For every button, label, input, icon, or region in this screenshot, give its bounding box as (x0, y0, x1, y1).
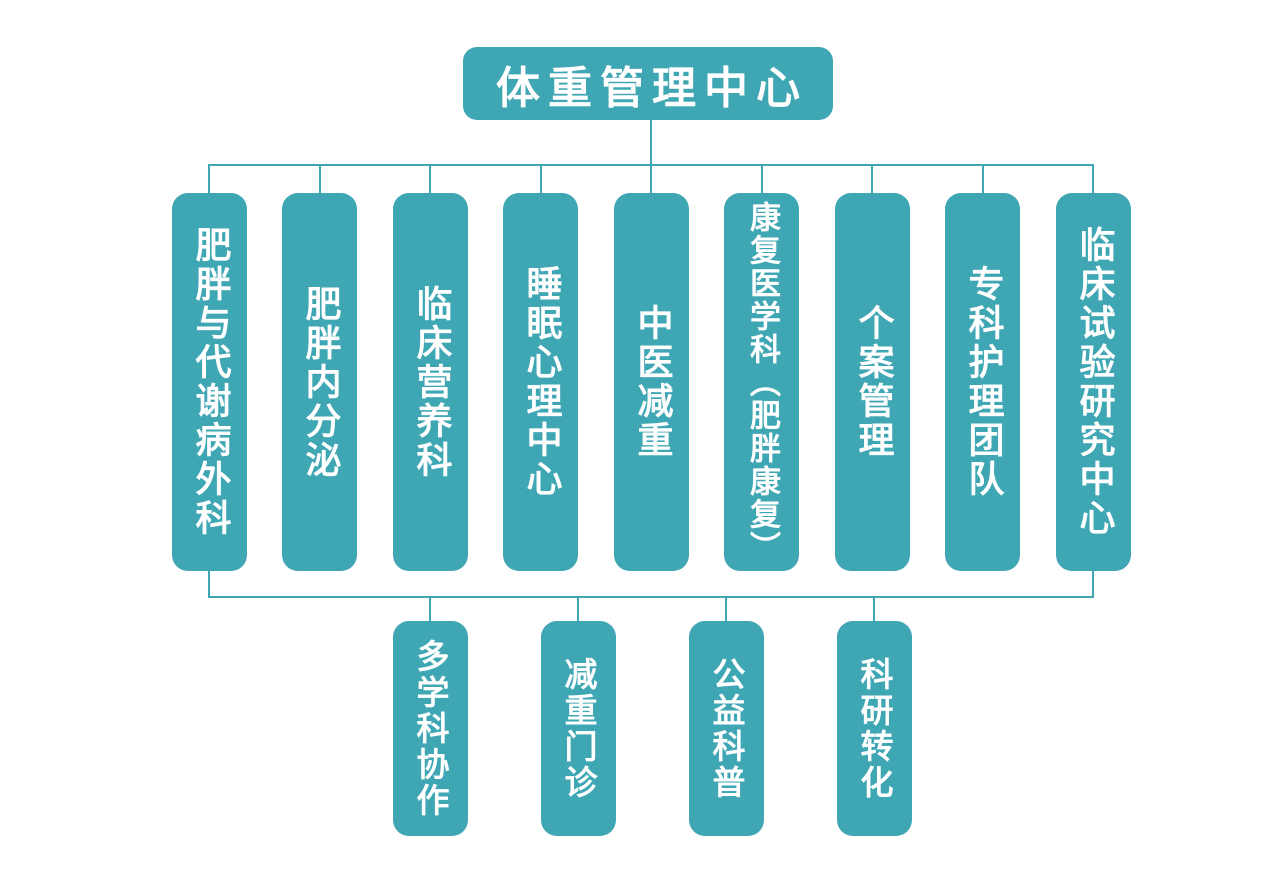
org-box-public-science-education: 公益科普 (689, 621, 764, 836)
org-box-case-management: 个案管理 (835, 193, 910, 571)
connector-tier2-left-down (208, 571, 210, 598)
org-box-weight-loss-clinic: 减重门诊 (541, 621, 616, 836)
connector-tier2-drop-1 (208, 164, 210, 193)
org-box-clinical-nutrition: 临床营养科 (393, 193, 468, 571)
connector-tier3-drop-3 (725, 596, 727, 621)
org-box-obesity-endocrinology: 肥胖内分泌 (282, 193, 357, 571)
org-box-multidisciplinary-collaboration: 多学科协作 (393, 621, 468, 836)
connector-tier2-drop-6 (761, 164, 763, 193)
connector-tier3-drop-1 (429, 596, 431, 621)
connector-tier3-bus (208, 596, 1094, 598)
org-box-bariatric-metabolic-surgery: 肥胖与代谢病外科 (172, 193, 247, 571)
org-box-specialist-nursing-team: 专科护理团队 (945, 193, 1020, 571)
org-box-research-translation: 科研转化 (837, 621, 912, 836)
root-box-weight-management-center: 体重管理中心 (463, 47, 833, 120)
connector-tier2-drop-4 (540, 164, 542, 193)
org-box-tcm-weight-loss: 中医减重 (614, 193, 689, 571)
connector-root-drop (650, 120, 652, 165)
connector-tier2-drop-5 (650, 164, 652, 193)
connector-tier3-drop-2 (577, 596, 579, 621)
connector-tier2-right-down (1092, 571, 1094, 598)
connector-tier2-drop-2 (319, 164, 321, 193)
org-box-sleep-psychology-center: 睡眠心理中心 (503, 193, 578, 571)
connector-tier3-drop-4 (873, 596, 875, 621)
org-box-clinical-trial-research-center: 临床试验研究中心 (1056, 193, 1131, 571)
connector-tier2-drop-9 (1092, 164, 1094, 193)
connector-tier2-drop-8 (982, 164, 984, 193)
connector-tier2-drop-7 (871, 164, 873, 193)
org-box-rehabilitation-medicine: 康复医学科（肥胖康复） (724, 193, 799, 571)
connector-tier2-drop-3 (429, 164, 431, 193)
